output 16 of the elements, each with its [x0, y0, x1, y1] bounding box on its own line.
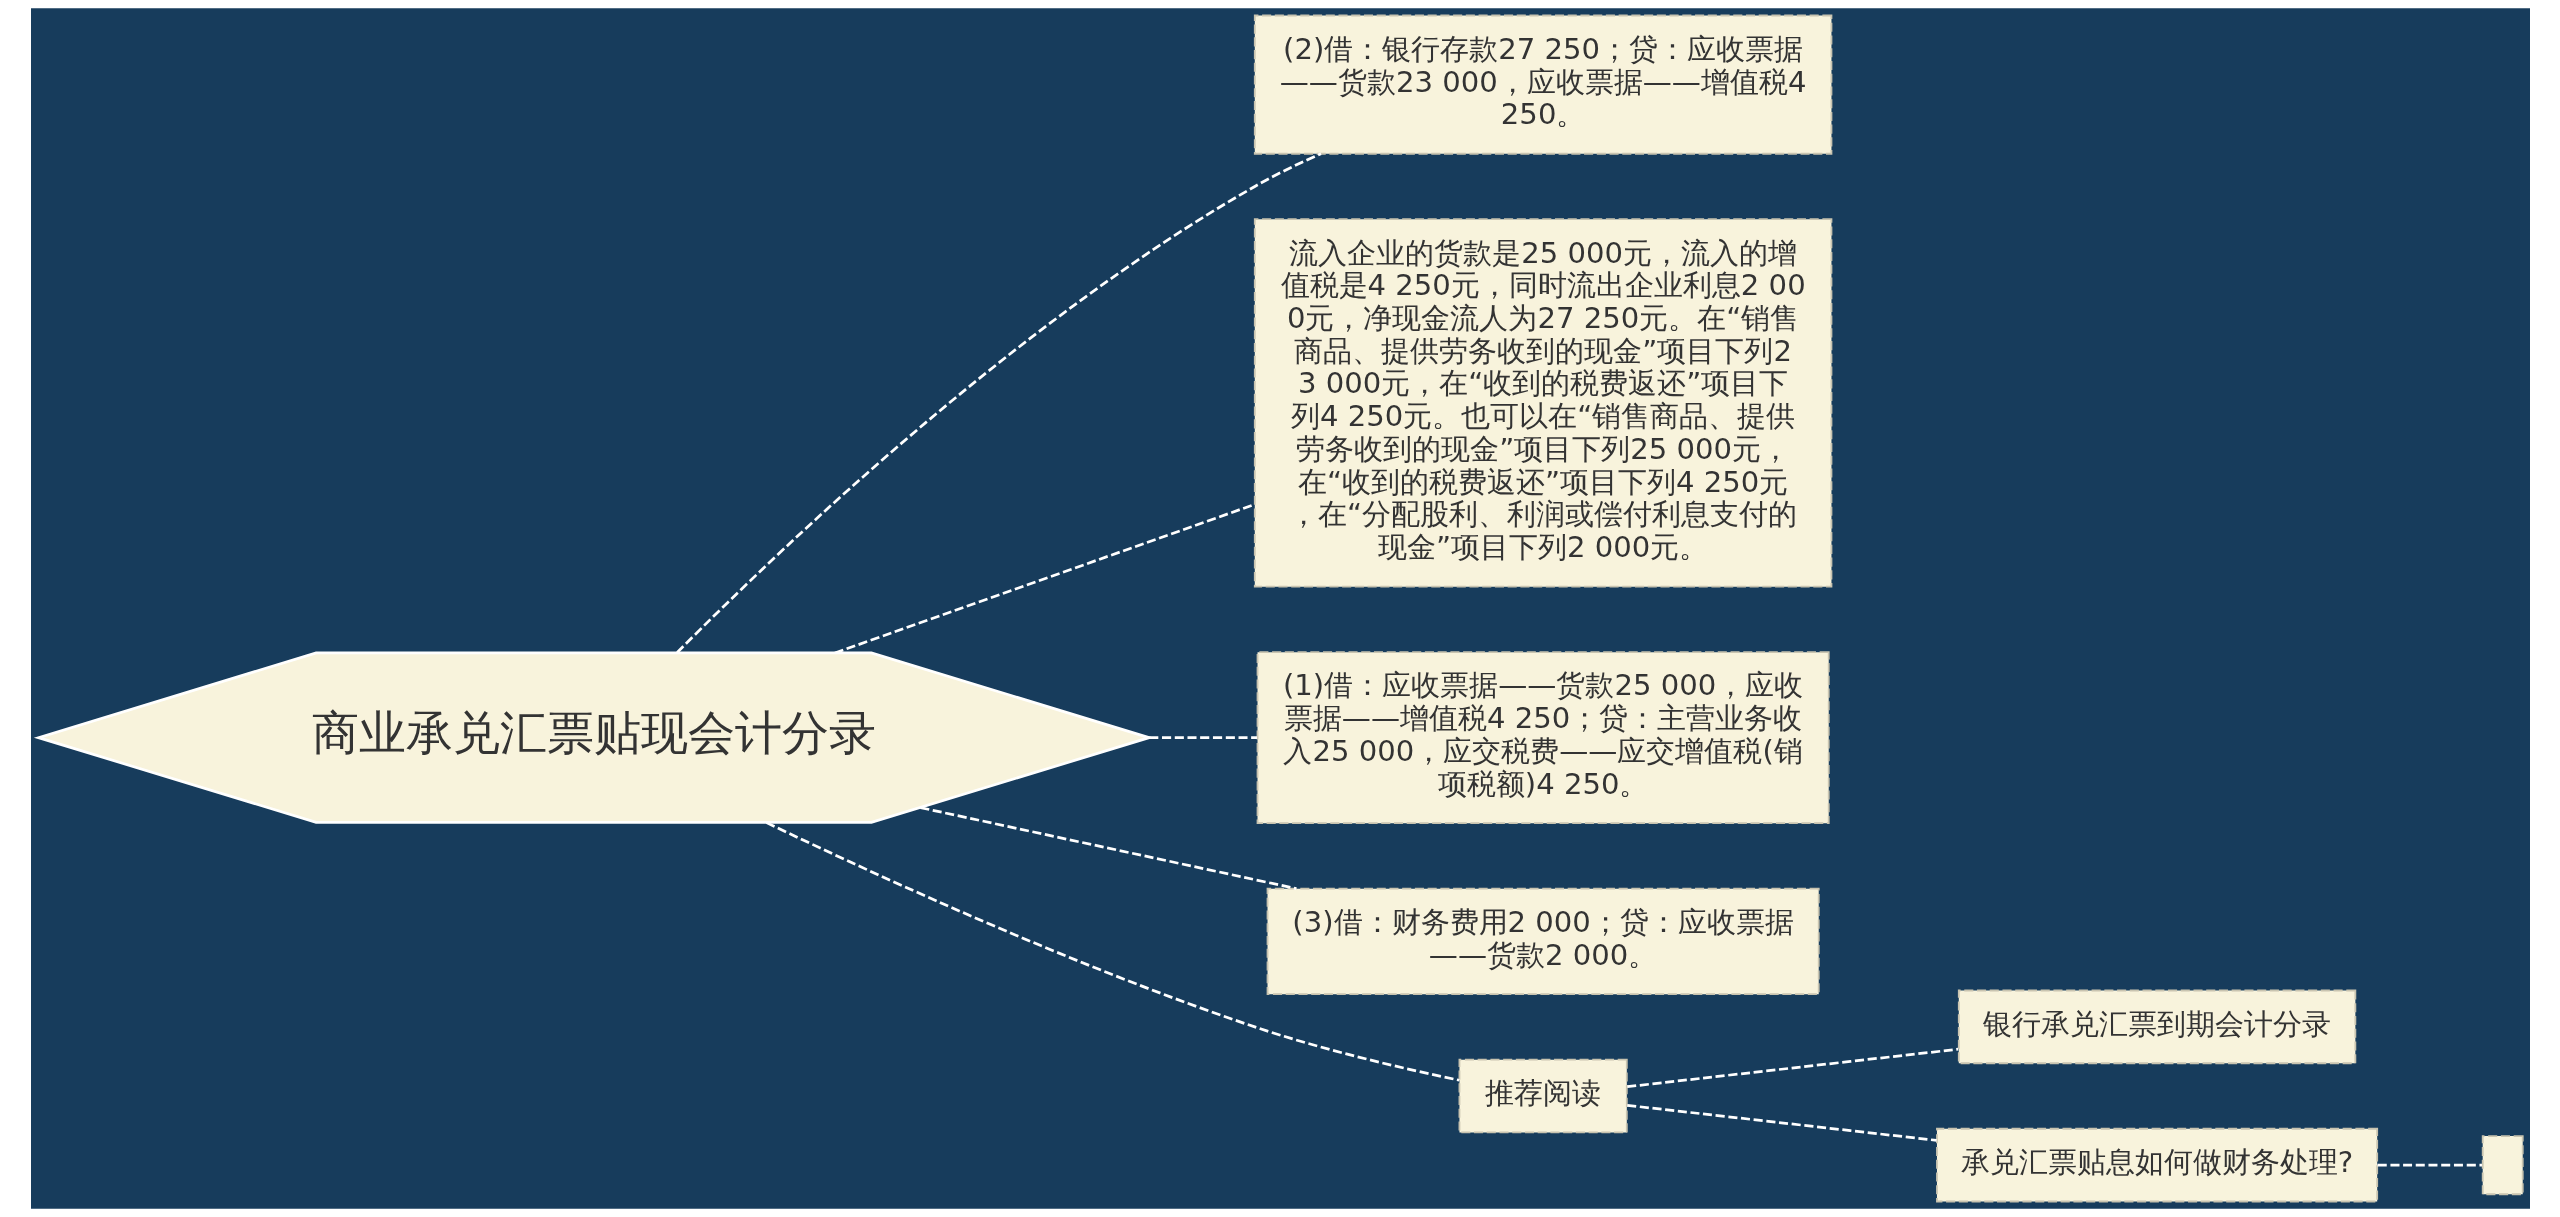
node-box: 推荐阅读 — [1458, 1058, 1628, 1134]
node-box: (2)借：银行存款27 250；贷：应收票据——货款23 000，应收票据——增值税4 250。 — [1253, 14, 1832, 155]
connector — [1148, 736, 1257, 740]
node-box: (1)借：应收票据——货款25 000，应收票据——增值税4 250；贷：主营业务收入25 000，应交税费——应交增值税(销项税额)4 250。 — [1256, 651, 1830, 825]
node-box: 银行承兑汇票到期会计分录 — [1957, 989, 2356, 1065]
connector — [765, 821, 1460, 1082]
node-box: (3)借：财务费用2 000；贷：应收票据——货款2 000。 — [1266, 887, 1820, 996]
connector — [919, 806, 1297, 890]
node-box: 流入企业的货款是25 000元，流入的增值税是4 250元，同时流出企业利息2 000元，净现金流人为27 250元。在“销售商品、提供劳务收到的现金”项目下列23 000元，在“收到的税费返还”项目下列4 250元。也可以在“销售商品、提供劳务收到的现金”项目下列25 000元，在“收到的税费返还”项目下列4 250元，在“分配股利、利润或偿付利息支付的现金”项目下列2 000元。 — [1253, 218, 1832, 588]
connector — [2376, 1163, 2482, 1167]
connector — [1626, 1104, 1937, 1142]
node-box — [2481, 1135, 2524, 1196]
node-box: 承兑汇票贴息如何做财务处理? — [1935, 1127, 2378, 1203]
connector — [833, 503, 1255, 655]
connector — [675, 152, 1322, 654]
connector — [1626, 1047, 1958, 1089]
